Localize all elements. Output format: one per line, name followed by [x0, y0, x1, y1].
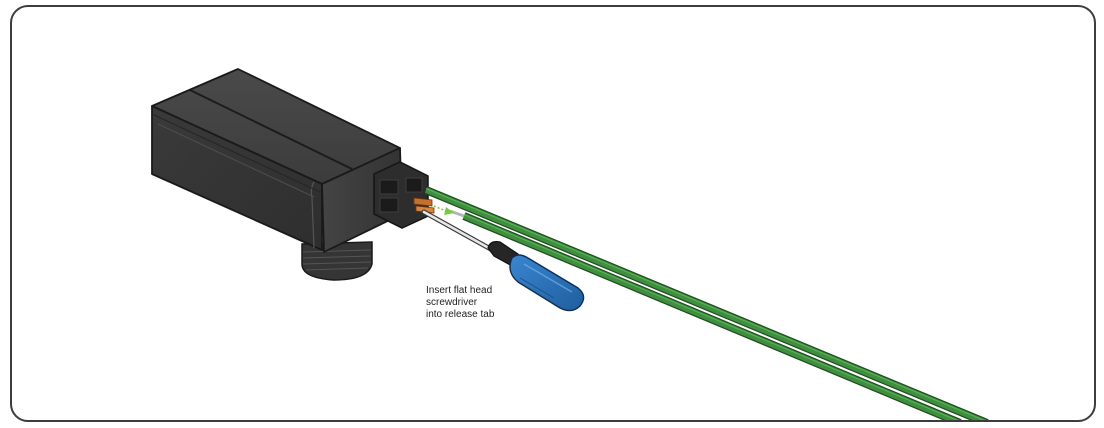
green-wires — [424, 186, 989, 420]
caption-line-3: into release tab — [426, 309, 495, 320]
figure-frame: Insert flat head screwdriver into releas… — [10, 5, 1096, 422]
caption-line-2: screwdriver — [426, 297, 478, 308]
threaded-fitting — [301, 241, 373, 281]
transformer-housing — [151, 68, 403, 253]
instruction-caption: Insert flat head screwdriver into releas… — [426, 285, 576, 321]
caption-line-1: Insert flat head — [426, 285, 493, 296]
illustration — [151, 68, 989, 420]
push-in-terminal-block — [373, 161, 435, 229]
flat-head-screwdriver — [421, 209, 585, 312]
insertion-arrow — [433, 205, 454, 215]
